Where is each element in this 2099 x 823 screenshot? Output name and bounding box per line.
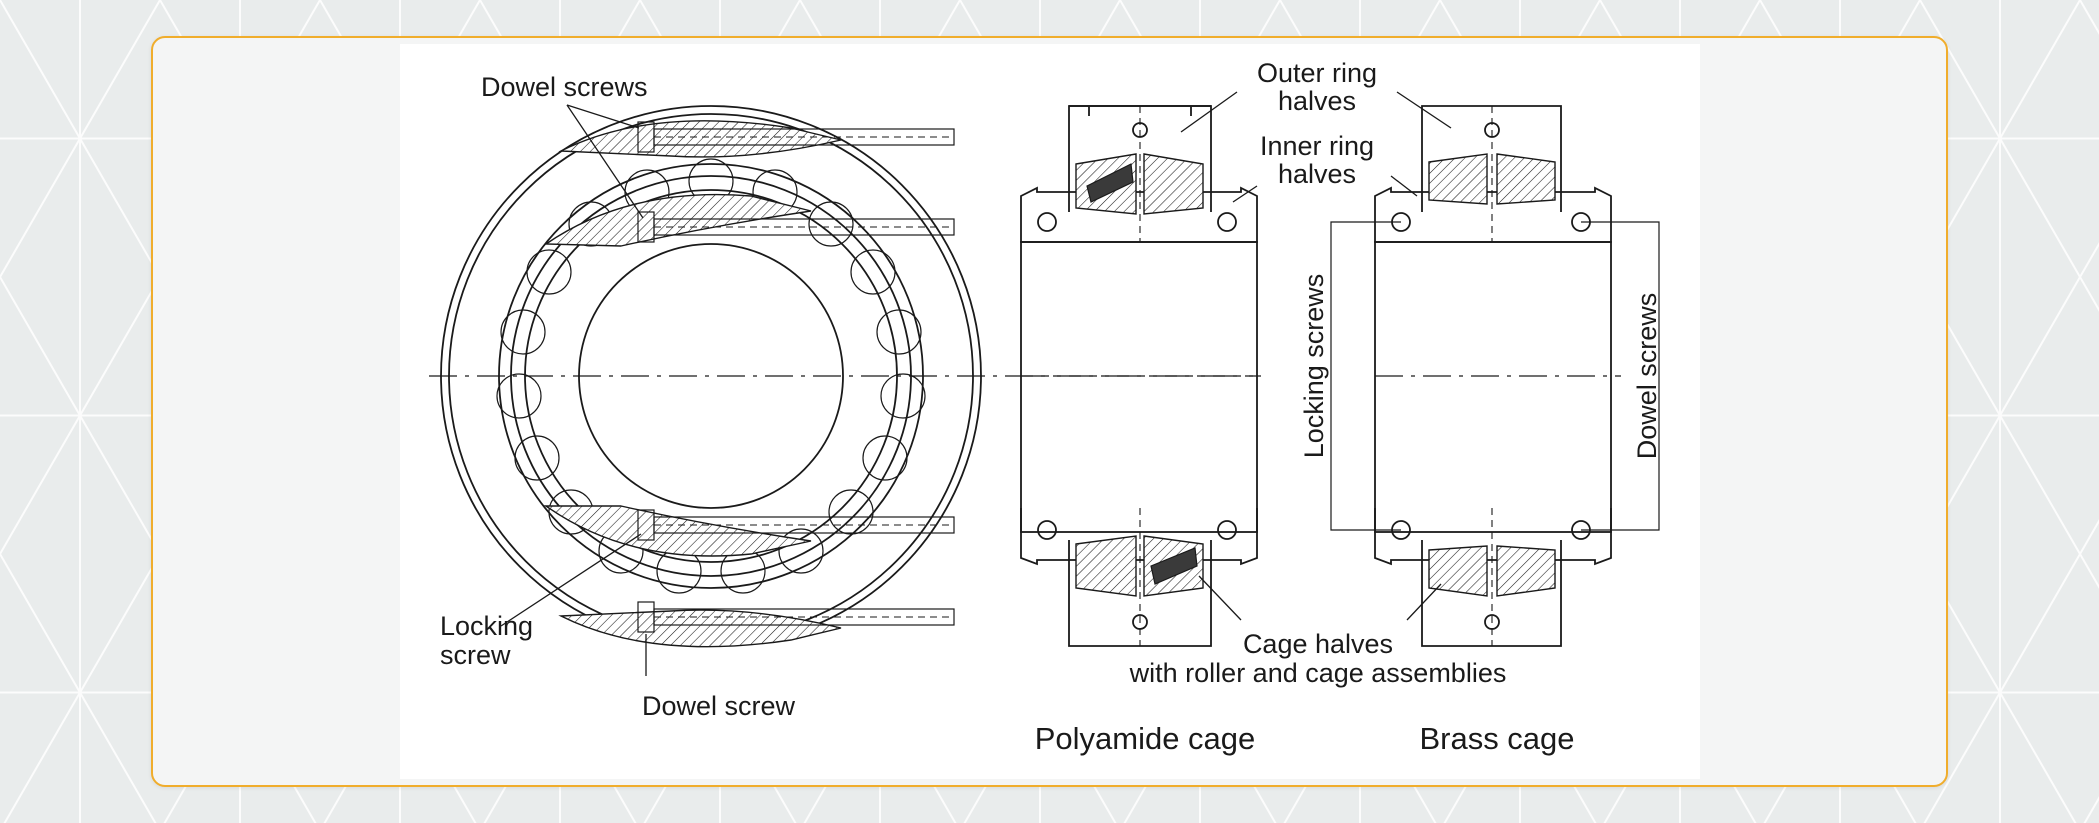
label-locking-screws-vertical: Locking screws (1299, 274, 1329, 459)
screw-bottom-inner (637, 509, 955, 541)
screw-top-outer (637, 121, 955, 153)
label-cage-halves-2: with roller and cage assemblies (1129, 658, 1507, 688)
screw-top-inner (637, 211, 955, 243)
screw-bottom-outer (637, 601, 955, 633)
leader-lines-right (1180, 91, 1452, 621)
bearing-diagram: Dowel screws Outer ring halves Inner rin… (429, 58, 1662, 756)
label-dowel-screws-top: Dowel screws (481, 72, 648, 102)
diagram-card (151, 36, 1948, 787)
label-inner-ring-1: Inner ring (1260, 131, 1374, 161)
label-inner-ring-2: halves (1278, 159, 1356, 189)
end-view-bearing (429, 105, 1261, 648)
label-outer-ring-2: halves (1278, 86, 1356, 116)
roller-set (496, 158, 926, 594)
section-brass-cage (1330, 105, 1660, 647)
section-polyamide-cage (1020, 105, 1258, 647)
label-locking-screw-1: Locking (440, 611, 533, 641)
label-brass-cage: Brass cage (1419, 721, 1574, 756)
label-outer-ring-1: Outer ring (1257, 58, 1377, 88)
label-dowel-screws-vertical: Dowel screws (1632, 293, 1662, 460)
label-cage-halves-1: Cage halves (1243, 629, 1393, 659)
label-dowel-screw-bottom: Dowel screw (642, 691, 796, 721)
leader-lines-left (500, 104, 647, 676)
label-locking-screw-2: screw (440, 640, 511, 670)
label-polyamide-cage: Polyamide cage (1035, 721, 1256, 756)
